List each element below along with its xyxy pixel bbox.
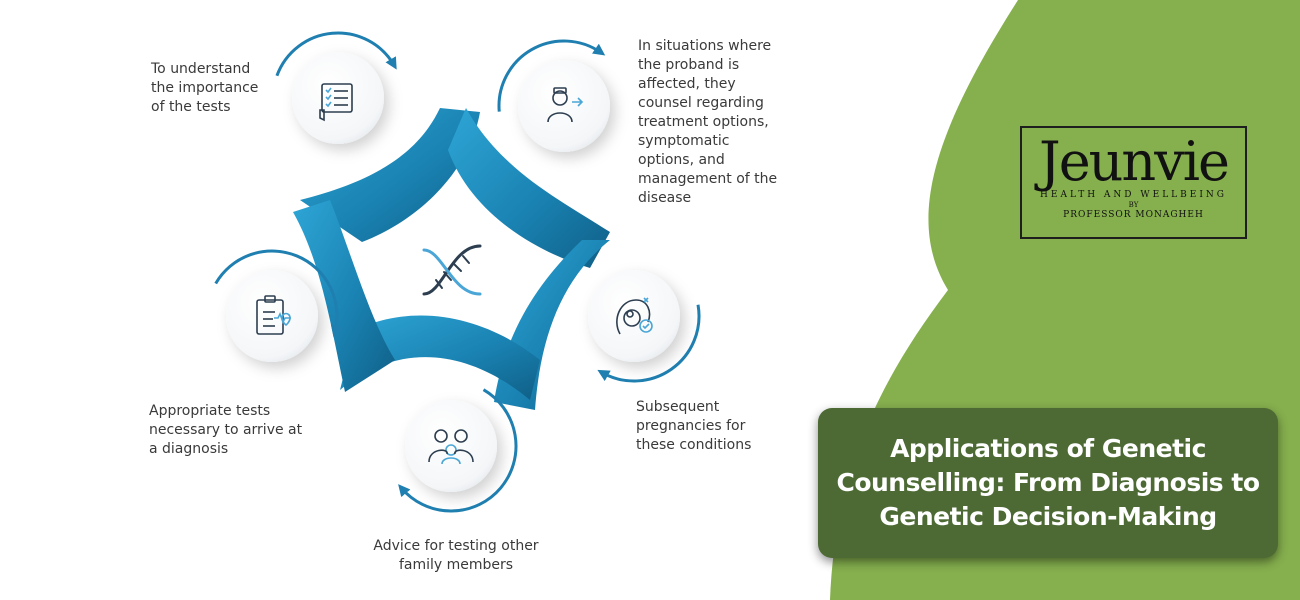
clipboard-heart-icon xyxy=(256,295,291,335)
patient-doctor-icon xyxy=(547,87,584,123)
cycle-arrow xyxy=(398,388,518,513)
family-icon xyxy=(428,429,474,465)
ribbon-segment xyxy=(300,108,480,242)
logo-name: Jeunvie xyxy=(1039,130,1230,193)
logo-tagline: HEALTH AND WELLBEING xyxy=(1040,190,1227,200)
ribbon-segment xyxy=(448,108,610,268)
ribbon-segment xyxy=(293,200,395,392)
label-proband: In situations where the proband is affec… xyxy=(638,38,778,206)
node-circle xyxy=(588,270,680,362)
fetus-icon xyxy=(616,297,653,335)
node-circle xyxy=(226,270,318,362)
label-pregnancies: Subsequent pregnancies for these conditi… xyxy=(636,399,752,453)
checklist-hand-icon xyxy=(319,83,353,122)
logo-author: PROFESSOR MONAGHEH xyxy=(1063,210,1204,220)
jeunvie-logo: Jeunvie HEALTH AND WELLBEING BY PROFESSO… xyxy=(1020,126,1247,239)
ribbon-segment xyxy=(340,315,540,400)
logo-by: BY xyxy=(1128,201,1139,209)
cycle-arrow xyxy=(597,304,701,383)
cycle-arrow xyxy=(275,31,397,77)
cycle-arrows xyxy=(214,31,701,513)
label-diagnosis: Appropriate tests necessary to arrive at… xyxy=(149,403,303,457)
banner-title: Applications of Genetic Counselling: Fro… xyxy=(836,434,1260,531)
pentagon-ribbons xyxy=(293,108,610,410)
node-circle xyxy=(405,400,497,492)
label-tests-importance: To understand the importance of the test… xyxy=(151,61,259,115)
node-circle xyxy=(518,60,610,152)
title-banner: Applications of Genetic Counselling: Fro… xyxy=(818,408,1278,558)
dna-icon xyxy=(422,244,482,296)
cycle-arrow xyxy=(497,39,606,112)
cycle-arrow xyxy=(214,249,343,338)
label-family: Advice for testing other family members xyxy=(373,538,539,573)
